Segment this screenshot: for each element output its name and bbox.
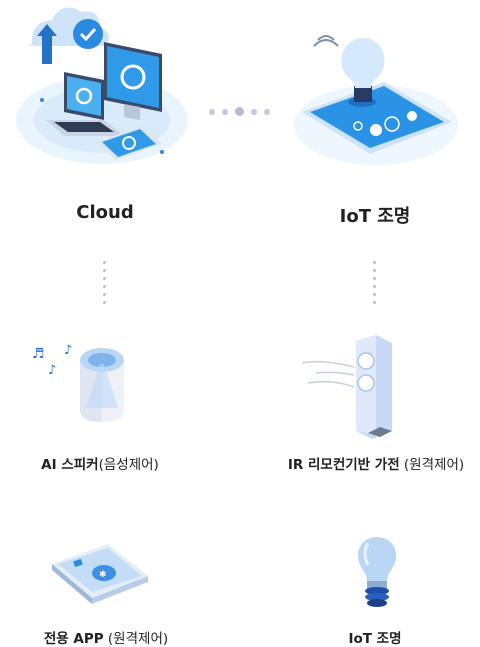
iot-light-name: IoT 조명 <box>348 631 402 647</box>
mobile-app-name: 전용 APP <box>43 631 104 647</box>
svg-text:♪: ♪ <box>64 343 72 358</box>
svg-text:♪: ♪ <box>48 363 56 378</box>
mobile-app-label: 전용 APP (원격제어) <box>0 627 226 647</box>
ai-speaker-label: AI 스피커(음성제어) <box>0 453 220 473</box>
connector-dots-right <box>373 261 377 309</box>
ir-appliance-control: (원격제어) <box>399 457 465 473</box>
cloud-title: Cloud <box>76 202 134 223</box>
iot-light-title: IoT 조명 <box>339 206 411 227</box>
ai-speaker-control: (음성제어) <box>98 457 159 473</box>
bulb-icon <box>352 535 402 609</box>
ai-speaker-icon: ♬ ♪ ♪ <box>28 338 138 428</box>
iot-light-label: IoT 조명 <box>255 627 480 647</box>
svg-text:♬: ♬ <box>32 346 45 362</box>
ir-appliance-name: IR 리모컨기반 가전 <box>287 457 400 473</box>
ir-appliance-label: IR 리모컨기반 가전 (원격제어) <box>256 453 480 473</box>
cloud-computing-icon <box>12 2 192 172</box>
mobile-app-icon: ✱ <box>48 540 152 610</box>
smart-bulb-tablet-icon <box>292 30 462 170</box>
connector-dots-left <box>103 261 107 309</box>
ai-speaker-name: AI 스피커 <box>41 457 99 473</box>
connector-dots-horizontal <box>209 107 270 116</box>
ir-appliance-icon <box>300 333 400 443</box>
mobile-app-control: (원격제어) <box>103 631 169 647</box>
svg-text:✱: ✱ <box>99 570 107 580</box>
